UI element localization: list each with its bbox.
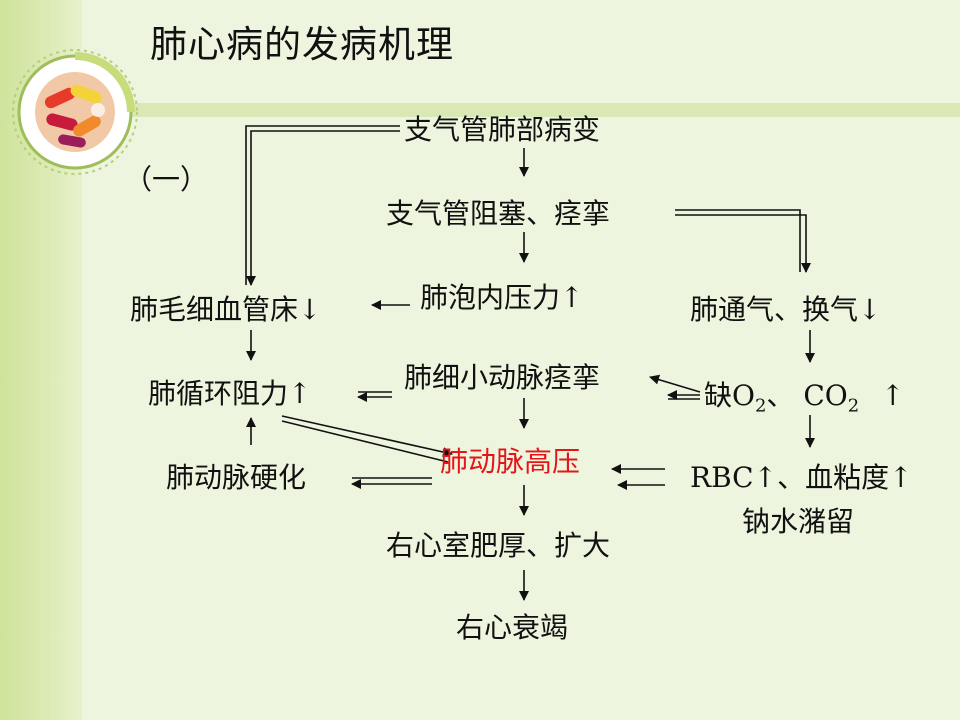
- node-bronchial-lesion: 支气管肺部病变: [404, 113, 601, 146]
- node-ventilation: 肺通气、换气↓: [690, 293, 882, 326]
- connector-resistance-to-hypertension: [281, 415, 453, 457]
- connector-hypoxia-to-spasm: [649, 374, 701, 393]
- section-label: （一）: [124, 163, 209, 196]
- capsules-logo-badge: [12, 49, 138, 175]
- hypoxia-text: 缺O: [704, 379, 755, 412]
- header-divider: [82, 103, 960, 117]
- co2-up-arrow: ↑: [881, 379, 905, 412]
- node-rv-failure: 右心衰竭: [456, 611, 569, 644]
- connector-lesion-to-capillary: [245, 125, 400, 285]
- connector-obstruction-to-ventilation: [675, 209, 801, 272]
- co2-text: 、 CO: [766, 379, 848, 412]
- node-capillary-bed: 肺毛细血管床↓: [130, 293, 322, 326]
- o2-subscript: 2: [754, 395, 767, 417]
- node-hypoxia-co2: 缺O2、 CO2↑: [704, 374, 905, 417]
- node-rbc-viscosity: RBC↑、血粘度↑: [690, 461, 913, 494]
- co2-subscript: 2: [847, 395, 860, 417]
- node-arteriole-spasm: 肺细小动脉痉挛: [404, 361, 601, 394]
- node-pulmonary-hypertension: 肺动脉高压: [440, 445, 581, 478]
- node-alveolar-pressure: 肺泡内压力↑: [420, 281, 584, 314]
- page-title: 肺心病的发病机理: [150, 23, 454, 66]
- node-circulation-resistance: 肺循环阻力↑: [148, 377, 312, 410]
- node-sodium-water: 钠水潴留: [742, 505, 855, 538]
- node-bronchial-obstruction: 支气管阻塞、痉挛: [386, 197, 611, 230]
- node-sclerosis: 肺动脉硬化: [166, 461, 307, 494]
- node-rv-hypertrophy: 右心室肥厚、扩大: [386, 529, 611, 562]
